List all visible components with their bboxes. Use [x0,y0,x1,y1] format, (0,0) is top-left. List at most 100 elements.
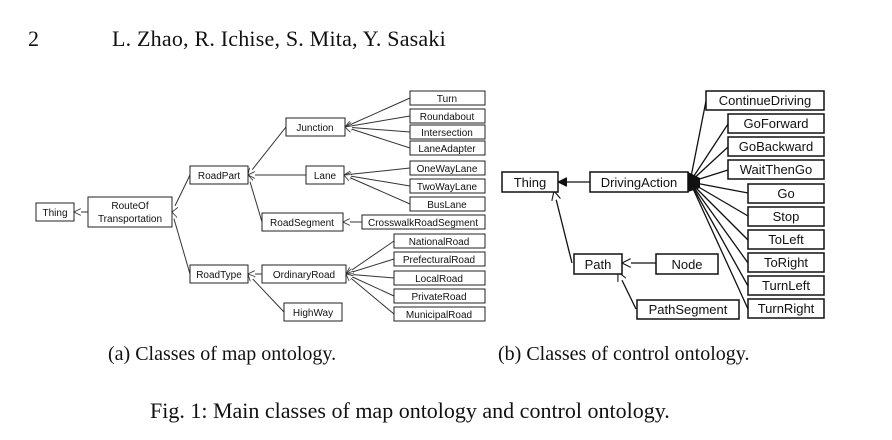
node-road-segment: RoadSegment [261,212,344,232]
page-number: 2 [28,26,39,51]
node-thing-map: Thing [35,202,75,222]
svg-text:Thing: Thing [514,175,547,190]
node-lane-adapter: LaneAdapter [409,140,486,156]
edge-onewaylane-lane [344,167,411,175]
node-turn-right: TurnRight [747,298,825,319]
figure-caption: Fig. 1: Main classes of map ontology and… [150,398,670,423]
edge-municipal-ordinary [346,274,395,315]
node-one-way-lane: OneWayLane [409,160,486,176]
node-two-way-lane: TwoWayLane [409,178,486,194]
node-turn-left: TurnLeft [747,275,825,296]
svg-text:ToRight: ToRight [764,255,808,270]
edge-roadtype-route [172,212,191,275]
svg-text:LaneAdapter: LaneAdapter [418,144,476,155]
svg-text:PrefecturalRoad: PrefecturalRoad [403,255,475,266]
svg-text:TurnLeft: TurnLeft [762,278,810,293]
node-local-road: LocalRoad [393,270,486,286]
svg-text:Transportation: Transportation [98,214,162,225]
node-to-left: ToLeft [747,229,825,250]
edge-prefectural-ordinary [346,258,395,274]
edge-pathsegment-path [618,272,637,310]
svg-text:Junction: Junction [296,123,333,134]
node-municipal-road: MunicipalRoad [393,306,486,322]
edge-junction-roadpart [248,126,287,175]
svg-text:Lane: Lane [314,171,337,182]
edge-path-thing [554,191,573,264]
node-lane: Lane [305,165,345,185]
edge-toleft-drivingaction [689,181,749,241]
svg-text:TwoWayLane: TwoWayLane [417,182,478,193]
svg-text:PrivateRoad: PrivateRoad [411,292,466,303]
svg-text:OrdinaryRoad: OrdinaryRoad [273,270,335,281]
edge-national-ordinary [346,240,395,274]
edge-turnleft-drivingaction [689,181,749,287]
svg-text:Thing: Thing [42,208,67,219]
svg-text:Node: Node [671,257,702,272]
svg-text:CrosswalkRoadSegment: CrosswalkRoadSegment [368,218,478,229]
node-go-forward: GoForward [727,113,825,134]
svg-text:RoadType: RoadType [196,270,242,281]
svg-text:BusLane: BusLane [427,200,467,211]
node-go-backward: GoBackward [727,136,825,157]
node-roundabout: Roundabout [409,108,486,124]
edge-intersection-junction [345,127,411,133]
edge-turn-junction [345,97,411,127]
svg-text:Path: Path [585,257,612,272]
svg-text:NationalRoad: NationalRoad [409,237,470,248]
svg-text:PathSegment: PathSegment [649,302,728,317]
node-private-road: PrivateRoad [393,288,486,304]
svg-text:Intersection: Intersection [421,128,473,139]
node-stop: Stop [747,206,825,227]
svg-text:TurnRight: TurnRight [758,301,815,316]
svg-text:GoForward: GoForward [743,116,808,131]
node-driving-action: DrivingAction [589,171,689,193]
node-thing-control: Thing [501,171,559,193]
node-go: Go [747,183,825,204]
node-ordinary-road: OrdinaryRoad [261,264,347,284]
svg-text:GoBackward: GoBackward [739,139,813,154]
svg-text:WaitThenGo: WaitThenGo [740,162,813,177]
svg-text:LocalRoad: LocalRoad [415,274,463,285]
node-crosswalk-road-segment: CrosswalkRoadSegment [361,214,486,230]
node-path-segment: PathSegment [636,299,740,320]
svg-text:Roundabout: Roundabout [420,112,475,123]
edge-laneadapter-junction [345,127,411,149]
map-ontology-diagram: Thing RouteOf Transportation RoadPart Ro… [35,90,486,322]
running-header-authors: L. Zhao, R. Ichise, S. Mita, Y. Sasaki [112,26,446,51]
subcaption-a: (a) Classes of map ontology. [108,343,337,365]
node-path: Path [573,253,623,275]
edge-buslane-lane [344,175,411,205]
svg-text:Turn: Turn [437,94,457,105]
node-prefectural-road: PrefecturalRoad [393,251,486,267]
node-continue-driving: ContinueDriving [705,90,825,111]
subcaption-b: (b) Classes of control ontology. [498,343,750,365]
edge-private-ordinary [346,274,395,297]
node-route-of-transportation: RouteOf Transportation [87,196,173,228]
svg-text:RouteOf: RouteOf [111,201,148,212]
node-node: Node [655,253,719,275]
node-to-right: ToRight [747,252,825,273]
edge-continuedriving-drivingaction [689,100,707,183]
edge-roadsegment-roadpart [248,175,263,223]
edge-roadpart-route [172,174,191,212]
node-junction: Junction [285,117,346,137]
control-ontology-diagram: Thing DrivingAction Path Node PathSegmen… [501,90,825,320]
node-bus-lane: BusLane [409,196,486,212]
svg-text:Go: Go [777,186,794,201]
node-national-road: NationalRoad [393,233,486,249]
node-highway: HighWay [283,302,343,322]
svg-text:ContinueDriving: ContinueDriving [719,93,812,108]
svg-text:ToLeft: ToLeft [768,232,804,247]
svg-text:MunicipalRoad: MunicipalRoad [406,310,472,321]
svg-text:Stop: Stop [773,209,800,224]
svg-text:RoadSegment: RoadSegment [270,218,334,229]
svg-text:OneWayLane: OneWayLane [417,164,478,175]
svg-text:HighWay: HighWay [293,308,333,319]
node-road-part: RoadPart [189,165,249,185]
node-turn: Turn [409,90,486,106]
edge-local-ordinary [346,274,395,279]
svg-text:RoadPart: RoadPart [198,171,240,182]
edge-roundabout-junction [345,115,411,127]
edge-twowaylane-lane [344,175,411,187]
